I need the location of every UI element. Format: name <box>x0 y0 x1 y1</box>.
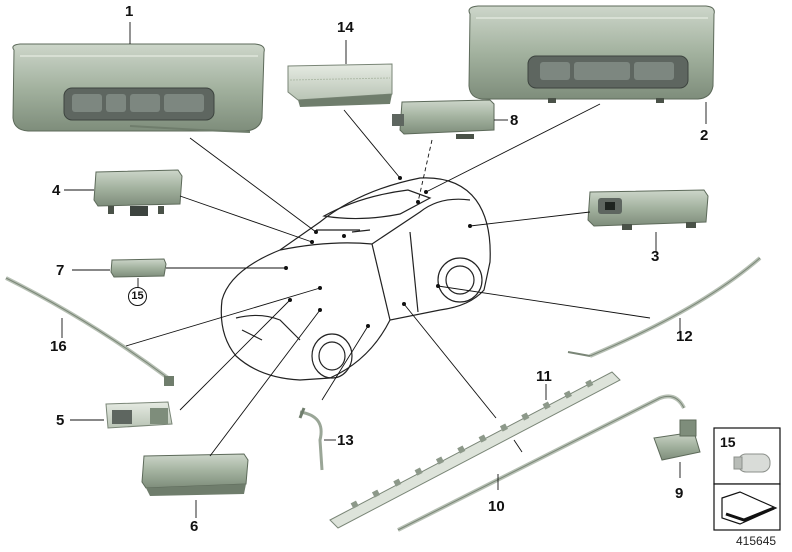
callout-4: 4 <box>52 182 61 199</box>
part-14-interior-light <box>287 63 393 107</box>
part-11-light-guide <box>329 371 621 529</box>
callout-5: 5 <box>56 412 65 429</box>
inset-box-15 <box>713 427 781 531</box>
inset-label-15: 15 <box>720 434 736 450</box>
part-4-footwell-light <box>93 169 183 216</box>
part-3-switch-unit <box>587 189 709 230</box>
callout-15-circled: 15 <box>128 287 147 306</box>
callout-10: 10 <box>488 498 505 515</box>
part-10-light-guide <box>397 394 686 532</box>
callout-14: 14 <box>337 19 354 36</box>
bulb-icon <box>733 453 771 473</box>
callout-7: 7 <box>56 262 65 279</box>
callout-13: 13 <box>337 432 354 449</box>
callout-6: 6 <box>190 518 199 535</box>
vehicle-outline <box>220 177 491 381</box>
part-12-light-strip <box>567 256 762 358</box>
leader-lines <box>61 22 707 518</box>
part-1-front-roof-console <box>12 43 265 133</box>
part-13-cable <box>298 407 324 471</box>
part-6-rect-light <box>141 453 249 496</box>
callout-9: 9 <box>675 485 684 502</box>
part-16-light-strip <box>5 276 174 386</box>
part-8-reading-light <box>392 99 495 139</box>
callout-1: 1 <box>125 3 134 20</box>
diagram-number: 415645 <box>736 534 777 548</box>
callout-2: 2 <box>700 127 709 144</box>
anchor-dots <box>284 176 472 328</box>
part-5-socket <box>105 401 173 429</box>
part-7-small-light <box>110 258 167 278</box>
callout-8: 8 <box>510 112 519 129</box>
part-2-rear-roof-console <box>468 5 715 103</box>
callout-16: 16 <box>50 338 67 355</box>
part-9-connector <box>653 419 701 461</box>
callout-11: 11 <box>536 368 552 385</box>
callout-3: 3 <box>651 248 660 265</box>
callout-12: 12 <box>676 328 693 345</box>
arrow-wedge-icon <box>721 491 778 525</box>
